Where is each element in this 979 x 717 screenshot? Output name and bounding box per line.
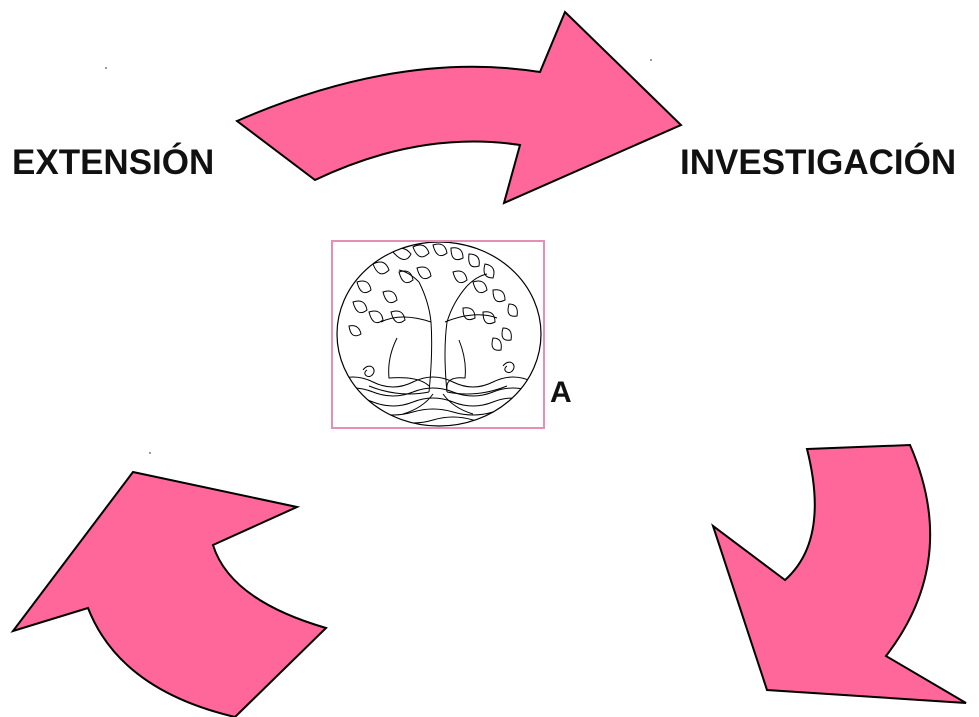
speck [650, 59, 652, 61]
tree-outline [336, 242, 542, 427]
extension-label: EXTENSIÓN [12, 143, 215, 182]
tree-of-life-icon [336, 242, 542, 427]
speck [149, 452, 151, 454]
center-letter-label: A [550, 376, 572, 409]
tree-leaves [348, 243, 518, 351]
right-arrow [711, 443, 967, 704]
speck [105, 67, 107, 69]
left-arrow [10, 470, 328, 717]
investigation-label: INVESTIGACIÓN [680, 143, 957, 182]
tree-trunk [380, 269, 498, 393]
top-arrow [235, 10, 683, 205]
tree-image-frame [331, 240, 545, 429]
